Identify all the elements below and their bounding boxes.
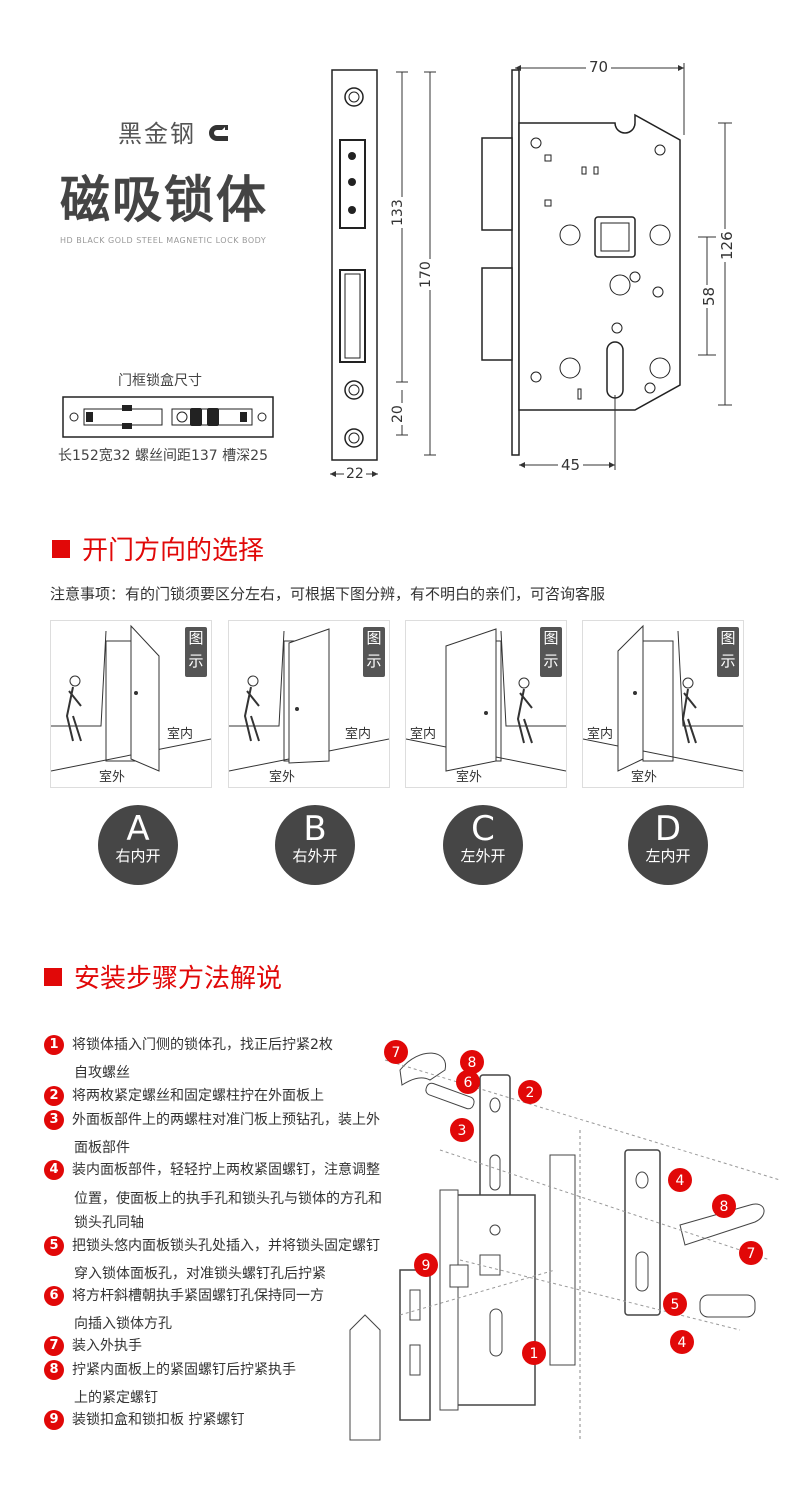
svg-text:4: 4 xyxy=(676,1173,685,1189)
svg-text:9: 9 xyxy=(422,1258,431,1274)
label-inside: 室内 xyxy=(587,727,614,742)
door-diagram-d xyxy=(582,624,744,772)
label-outside: 室外 xyxy=(456,770,483,785)
dim-20: 20 xyxy=(390,403,406,425)
dim-45: 45 xyxy=(558,456,584,474)
red-square-icon xyxy=(44,967,62,986)
step-1-cont: 自攻螺丝 xyxy=(74,1065,130,1081)
svg-text:2: 2 xyxy=(526,1085,535,1101)
label-inside: 室内 xyxy=(345,727,372,742)
step-3-cont: 面板部件 xyxy=(74,1140,130,1156)
red-square-icon xyxy=(52,539,70,558)
step-5-cont: 穿入锁体面板孔，对准锁头螺钉孔后拧紧 xyxy=(74,1266,326,1282)
diagram-callout-6: 6 xyxy=(456,1070,480,1094)
frame-box-title: 门框锁盒尺寸 xyxy=(118,373,202,389)
door-diagram-a xyxy=(50,624,212,772)
svg-text:5: 5 xyxy=(671,1297,680,1313)
product-title: 磁吸锁体 xyxy=(60,171,268,229)
frame-box-caption: 长152宽32 螺丝间距137 槽深25 xyxy=(58,448,268,464)
svg-text:7: 7 xyxy=(747,1246,756,1262)
diagram-callout-8-right: 8 xyxy=(712,1194,736,1218)
door-diagram-b xyxy=(228,628,390,772)
svg-text:3: 3 xyxy=(458,1123,467,1139)
illustration-tag: 图示 xyxy=(717,627,739,677)
illustration-tag: 图示 xyxy=(363,627,385,677)
svg-text:7: 7 xyxy=(392,1045,401,1061)
install-exploded-diagram: 7 8 6 2 3 4 8 7 9 5 4 1 xyxy=(349,1040,781,1441)
door-card-c: 图示 室内 室外 xyxy=(405,620,567,788)
label-inside: 室内 xyxy=(410,727,437,742)
label-outside: 室外 xyxy=(269,770,296,785)
faceplate-drawing xyxy=(330,69,436,477)
diagram-callout-7-top: 7 xyxy=(384,1040,408,1064)
illustration-tag: 图示 xyxy=(185,627,207,677)
diagram-callout-2: 2 xyxy=(518,1080,542,1104)
dim-58: 58 xyxy=(700,284,718,308)
door-diagram-c xyxy=(405,628,567,772)
svg-text:8: 8 xyxy=(468,1055,477,1071)
illustration-tag: 图示 xyxy=(540,627,562,677)
diagram-callout-8-top: 8 xyxy=(460,1050,484,1074)
diagram-callout-7-right: 7 xyxy=(739,1241,763,1265)
diagram-callout-5: 5 xyxy=(663,1292,687,1316)
door-card-b: 图示 室内 室外 xyxy=(228,620,390,788)
diagram-callout-4-top: 4 xyxy=(668,1168,692,1192)
section-door-direction-header: 开门方向的选择 xyxy=(52,530,264,567)
magnet-icon xyxy=(208,125,228,141)
dim-170: 170 xyxy=(418,259,434,290)
product-title-en: HD BLACK GOLD STEEL MAGNETIC LOCK BODY xyxy=(60,236,267,245)
diagram-callout-9: 9 xyxy=(414,1253,438,1277)
svg-text:4: 4 xyxy=(678,1335,687,1351)
diagram-callout-4-bottom: 4 xyxy=(670,1330,694,1354)
door-card-a: 图示 室内 室外 xyxy=(50,620,212,788)
dim-133: 133 xyxy=(390,197,406,228)
label-outside: 室外 xyxy=(631,770,658,785)
door-card-d: 图示 室内 室外 xyxy=(582,620,744,788)
dim-70: 70 xyxy=(586,58,612,76)
step-8-cont: 上的紧定螺钉 xyxy=(74,1390,158,1406)
label-outside: 室外 xyxy=(99,770,126,785)
diagram-callout-1: 1 xyxy=(522,1341,546,1365)
svg-text:1: 1 xyxy=(530,1346,539,1362)
dim-22: 22 xyxy=(344,466,366,482)
diagram-callout-3: 3 xyxy=(450,1118,474,1142)
lock-body-drawing xyxy=(481,63,732,470)
svg-text:6: 6 xyxy=(464,1075,473,1091)
step-4-cont: 位置，使面板上的执手孔和锁头孔与锁体的方孔和 xyxy=(74,1191,382,1207)
step-4-cont2: 锁头孔同轴 xyxy=(74,1215,144,1231)
frame-strike-drawing xyxy=(62,396,274,438)
section-install-header: 安装步骤方法解说 xyxy=(44,958,282,995)
notice-text: 注意事项：有的门锁须要区分左右，可根据下图分辨，有不明白的亲们，可咨询客服 xyxy=(50,585,606,603)
section-door-direction-title: 开门方向的选择 xyxy=(82,536,265,566)
section-install-title: 安装步骤方法解说 xyxy=(74,964,283,994)
step-6-cont: 向插入锁体方孔 xyxy=(74,1316,172,1332)
brand-subtitle: 黑金钢 xyxy=(118,114,232,149)
dim-126: 126 xyxy=(718,229,736,262)
label-inside: 室内 xyxy=(167,727,194,742)
svg-text:8: 8 xyxy=(720,1199,729,1215)
